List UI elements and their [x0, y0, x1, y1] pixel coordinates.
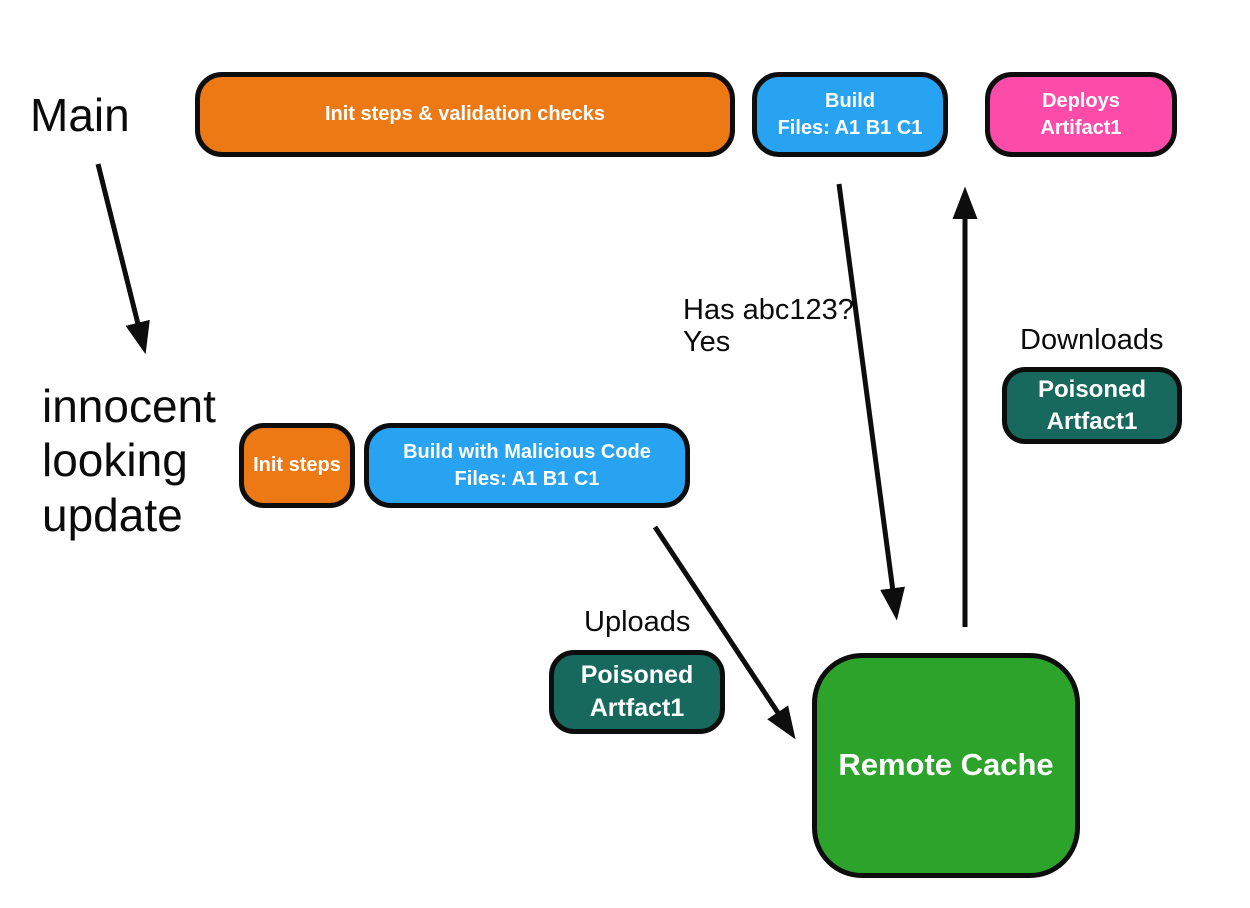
downloads-label: Downloads [1020, 324, 1164, 356]
node-build-main: Build Files: A1 B1 C1 [752, 72, 948, 157]
node-poisoned-artifact-download: Poisoned Artfact1 [1002, 367, 1182, 444]
arrow-main-to-update [95, 163, 150, 355]
main-branch-label: Main [30, 89, 130, 141]
cache-query-label: Has abc123? Yes [683, 294, 854, 359]
node-deploys-artifact: Deploys Artifact1 [985, 72, 1177, 157]
node-init-steps-update: Init steps [239, 423, 355, 508]
node-poisoned-artifact-upload: Poisoned Artfact1 [549, 650, 725, 734]
innocent-update-branch-label: innocent looking update [42, 380, 216, 541]
node-remote-cache: Remote Cache [812, 653, 1080, 878]
node-init-validation-checks: Init steps & validation checks [195, 72, 735, 157]
uploads-label: Uploads [584, 606, 691, 638]
arrow-build-to-cache-query [836, 183, 905, 621]
node-build-malicious: Build with Malicious Code Files: A1 B1 C… [364, 423, 690, 508]
